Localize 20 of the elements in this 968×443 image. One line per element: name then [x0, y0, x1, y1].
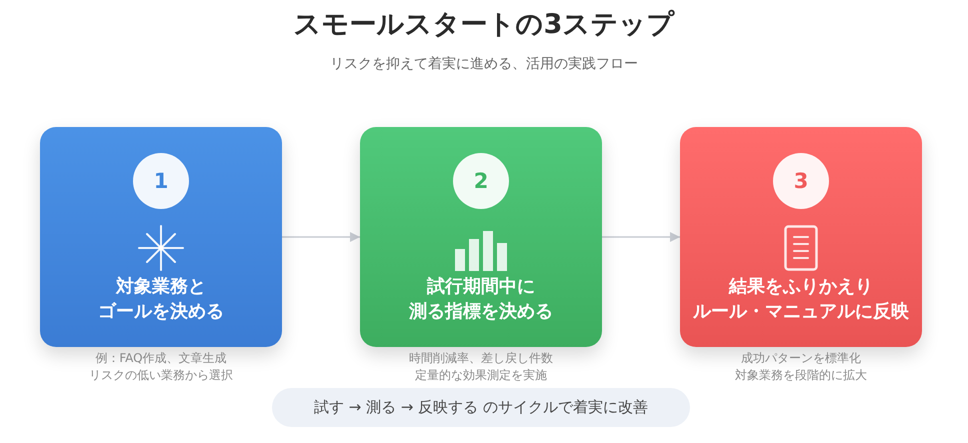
step-note: 時間削減率、差し戻し件数 [409, 350, 553, 366]
step-title: 対象業務とゴールを決める [98, 275, 224, 324]
step-number: 2 [453, 153, 509, 209]
arrow [282, 232, 360, 242]
step-note: 例：FAQ作成、文章生成 [95, 350, 227, 366]
step-note: 成功パターンを標準化 [741, 350, 861, 366]
step-number: 3 [773, 153, 829, 209]
step-note: 定量的な効果測定を実施 [415, 366, 547, 384]
step-number: 1 [133, 153, 189, 209]
arrow [602, 232, 680, 242]
subtitle: リスクを抑えて着実に進める、活用の実践フロー [330, 55, 638, 74]
step-card [360, 127, 602, 347]
cycle-banner: 試す → 測る → 反映する のサイクルで着実に改善 [272, 388, 690, 427]
diagram-title: スモールスタートの3ステップ [294, 8, 674, 42]
step-card [40, 127, 282, 347]
step-title: 試行期間中に測る指標を決める [409, 275, 553, 324]
step-title: 結果をふりかえりルール・マニュアルに反映 [693, 275, 909, 324]
step-note: 対象業務を段階的に拡大 [735, 366, 867, 384]
step-note: リスクの低い業務から選択 [89, 366, 233, 384]
step-card [680, 127, 922, 347]
